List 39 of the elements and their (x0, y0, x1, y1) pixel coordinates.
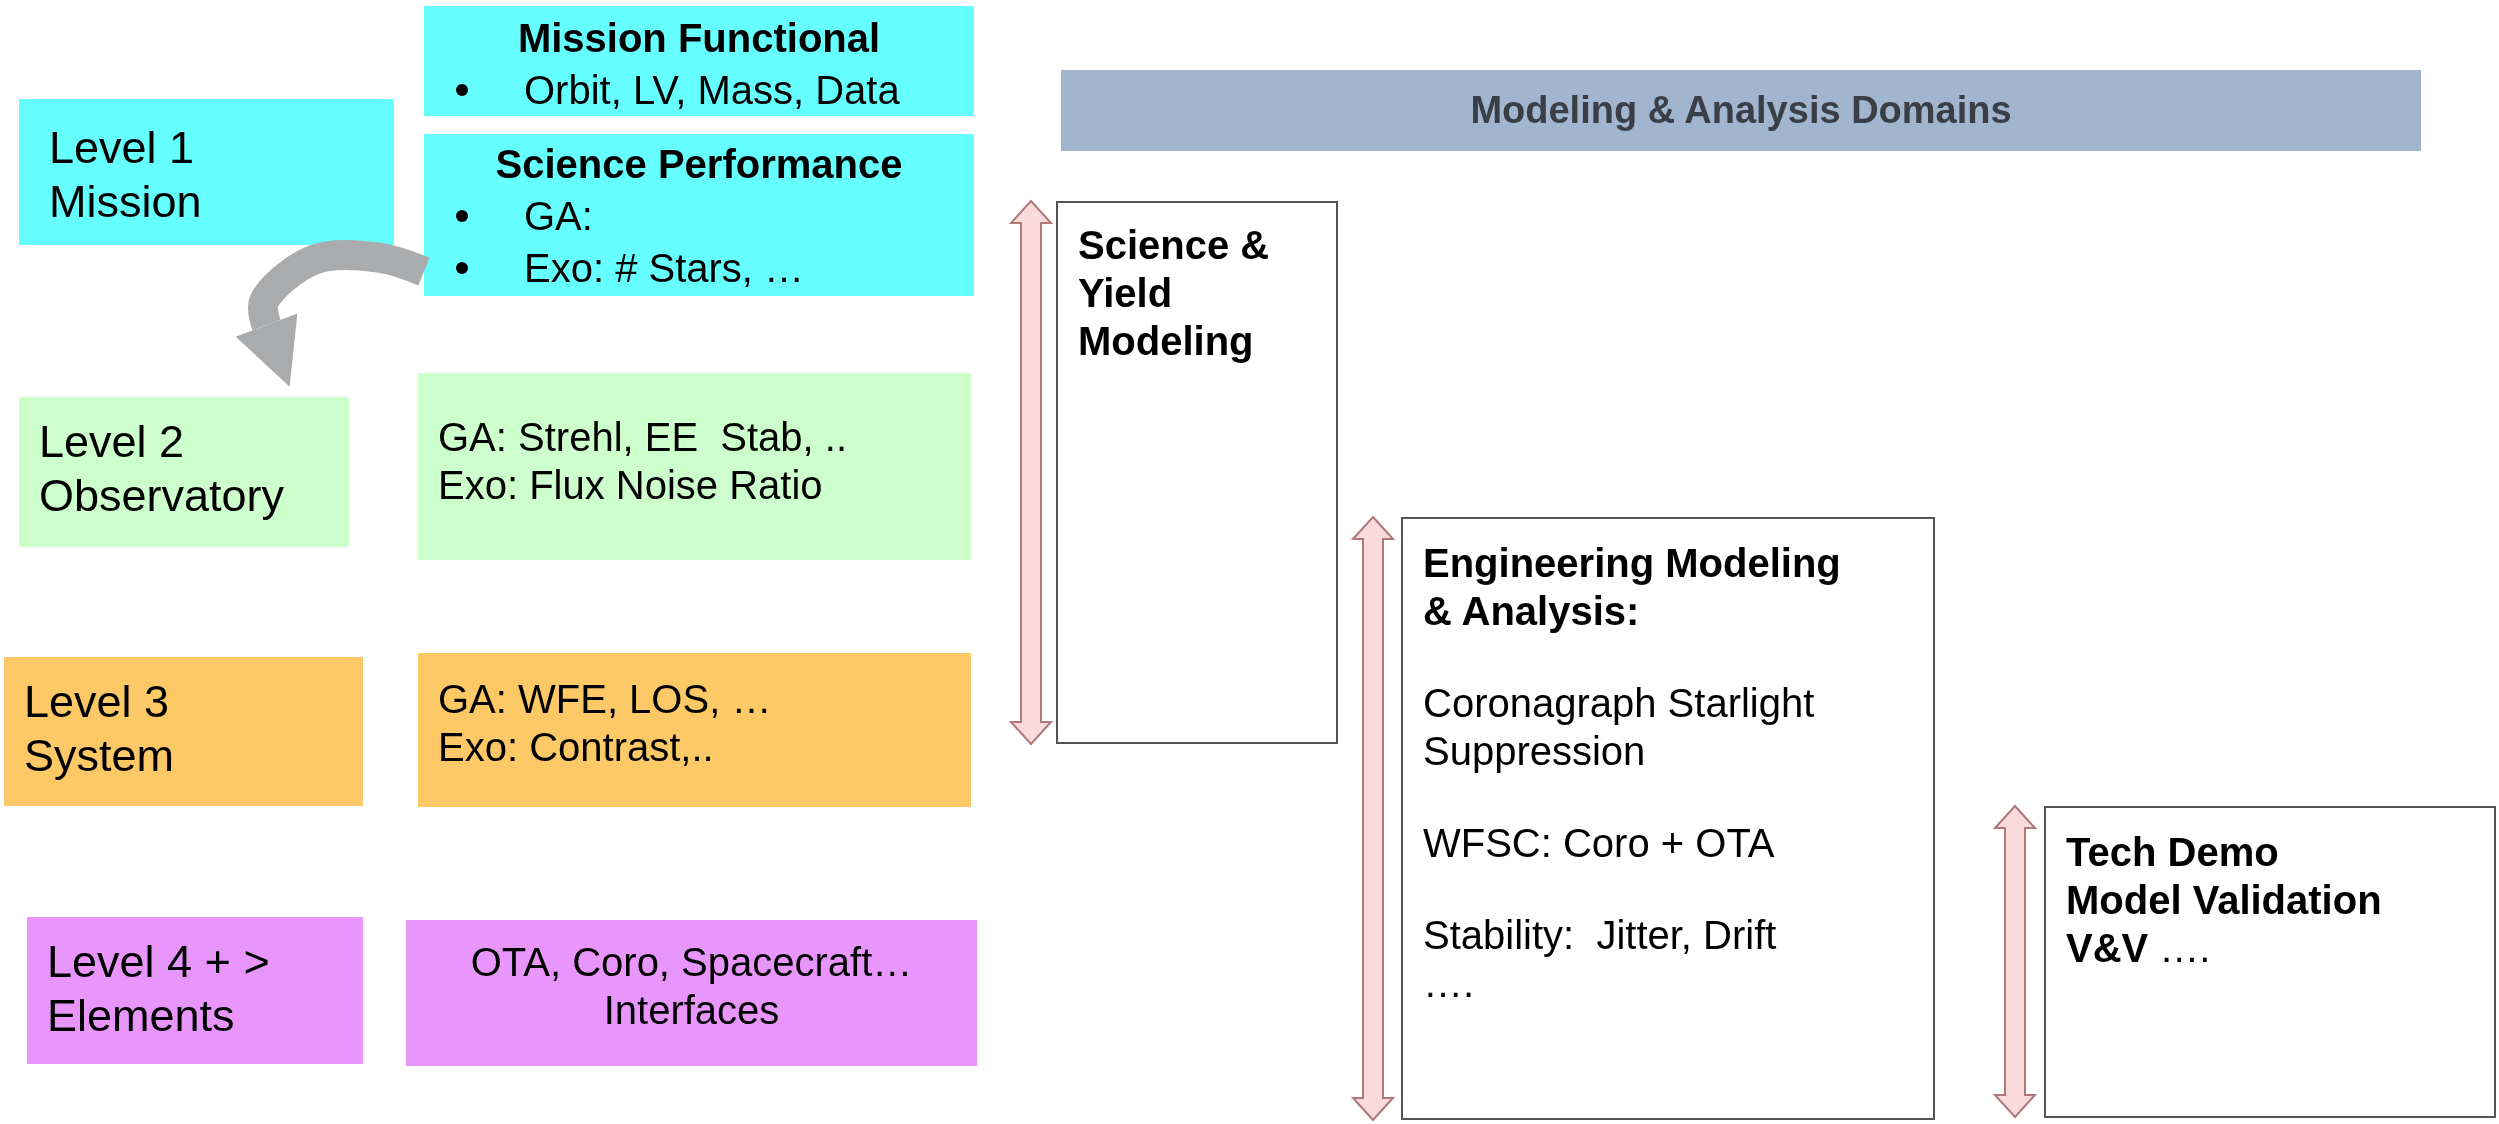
bullet-item: GA: (444, 192, 954, 240)
level-box (27, 917, 363, 1064)
body-text: V&V …. (2066, 925, 2212, 972)
element-box (406, 920, 977, 1066)
body-text: Level 1 Mission (49, 121, 203, 229)
body-text: Level 2 Observatory (39, 415, 286, 523)
domain-header-band (1061, 70, 2421, 151)
body-text: Level 4 + > Elements (47, 935, 271, 1043)
domain-box (1056, 201, 1338, 744)
domain-box (2044, 806, 2496, 1118)
body-text: GA: Strehl, EE Stab, .. (438, 414, 849, 461)
curved-arrow (235, 239, 430, 388)
requirement-box (424, 134, 974, 296)
body-text: WFSC: Coro + OTA (1423, 820, 1776, 867)
heading-text: Science & Yield Modeling (1078, 222, 1271, 365)
body-text: Level 3 System (24, 675, 176, 783)
body-text: …. (1423, 960, 1476, 1007)
body-text: OTA, Coro, Spacecraft… (469, 939, 914, 986)
bullet-item: Exo: # Stars, … (444, 244, 954, 292)
heading-text: Engineering Modeling & Analysis: (1423, 540, 1842, 635)
body-text: Interfaces (602, 987, 781, 1034)
level-box (4, 657, 363, 806)
body-text: GA: WFE, LOS, … (438, 676, 773, 723)
body-text: Exo: Contrast,.. (438, 724, 715, 771)
metric-box (418, 373, 971, 560)
heading-text: Science Performance (494, 141, 904, 188)
metric-box (418, 653, 971, 807)
body-text: Stability: Jitter, Drift (1423, 912, 1778, 959)
heading-text: Modeling & Analysis Domains (1469, 87, 2013, 133)
heading-text: Tech Demo (2066, 829, 2280, 876)
heading-text: Mission Functional (516, 15, 882, 62)
domain-box (1401, 517, 1935, 1120)
bullet-item: Orbit, LV, Mass, Data (444, 66, 954, 114)
level-box (19, 99, 394, 245)
body-text: Exo: Flux Noise Ratio (438, 462, 824, 509)
level-box (19, 397, 349, 547)
requirement-box (424, 6, 974, 116)
body-text: Coronagraph Starlight Suppression (1423, 680, 1816, 775)
heading-text: Model Validation (2066, 877, 2383, 924)
